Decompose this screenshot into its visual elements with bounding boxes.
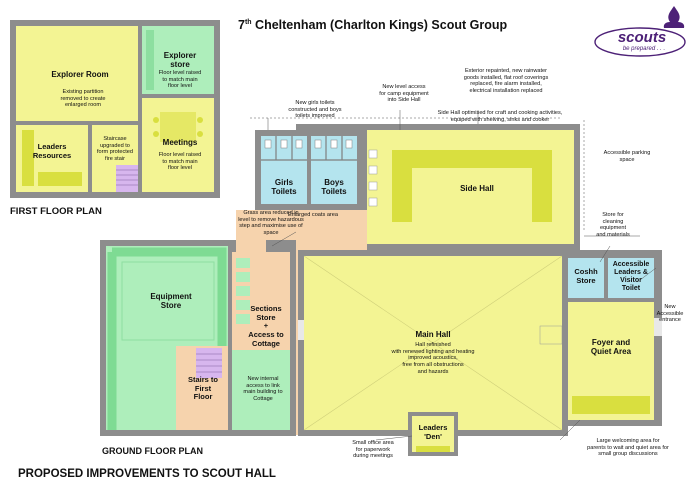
equipment-store-label: Equipment Store: [150, 292, 192, 311]
girls-toilets-label: Girls Toilets: [271, 178, 297, 197]
entrance-note: New Accessible entrance: [656, 304, 684, 324]
ground-floor-plan: [100, 124, 662, 456]
proposed-label: PROPOSED IMPROVEMENTS TO SCOUT HALL: [18, 468, 276, 480]
first-floor-stair: [116, 165, 138, 192]
leaders-shelf-2: [38, 172, 82, 186]
accessible-toilet-area: [608, 258, 654, 298]
leaders-den-desk: [416, 446, 450, 452]
accessible-toilet-label: Accessible Leaders & Visitor Toilet: [612, 261, 650, 293]
ground-stair: [196, 348, 222, 378]
logo-brand: scouts: [617, 29, 667, 46]
first-floor-label: FIRST FLOOR PLAN: [10, 206, 102, 217]
coshh-store-label: Coshh Store: [574, 267, 598, 285]
accessible-entrance-door: [654, 318, 662, 336]
office-note: Small office area for paperwork during m…: [352, 440, 394, 460]
staircase-note: Staircase upgraded to form protected fir…: [96, 136, 134, 163]
stair-treads: [116, 169, 138, 186]
camp-access-note: New level access for camp equipment into…: [379, 84, 429, 104]
explorer-room-note: Existing partition removed to create enl…: [60, 89, 106, 109]
welcome-note: Large welcoming area for parents to wait…: [587, 438, 669, 458]
sections-store-label: Sections Store + Access to Cottage: [248, 304, 284, 348]
explorer-store-label: Explorer store: [163, 51, 197, 70]
meeting-table: [160, 112, 196, 142]
logo-tagline: be prepared . . .: [622, 46, 666, 52]
grass-area: [236, 236, 266, 252]
coshh-store-area: [568, 258, 604, 298]
sections-shelves: [236, 258, 250, 324]
ground-floor-label: GROUND FLOOR PLAN: [102, 446, 203, 456]
cottage-note: New internal access to link main buildin…: [243, 376, 283, 403]
foyer-label: Foyer and Quiet Area: [590, 338, 632, 357]
stairs-label: Stairs to First Floor: [187, 375, 218, 402]
leaders-resources-label: Leaders Resources: [32, 142, 72, 160]
fleur-de-lis-icon: [663, 6, 685, 28]
exterior-note: Exterior repainted, new rainwater goods …: [463, 68, 549, 95]
side-hall-counter-top: [392, 150, 552, 168]
main-hall-label: Main Hall: [415, 330, 451, 339]
side-hall-counter-right: [532, 150, 552, 222]
coats-area-note: Enlarged coats area: [287, 212, 339, 218]
annotation-lines: [250, 110, 657, 441]
boys-toilets-label: Boys Toilets: [321, 178, 347, 197]
side-hall-note: Side Hall optimised for craft and cookin…: [437, 110, 563, 123]
equipment-inner: [121, 261, 215, 341]
main-hall-note: Hall refinished with renewed lighting an…: [391, 342, 475, 375]
main-hall-diagonal-2: [303, 255, 563, 431]
scouts-logo: [594, 6, 686, 57]
explorer-room-area: [16, 26, 138, 121]
store-shelf: [146, 30, 154, 90]
explorer-store-note: Floor level raised to match main floor l…: [158, 70, 202, 90]
side-hall-counter-left: [392, 150, 412, 222]
cottage-link-area: [232, 350, 290, 430]
grass-note: Grass area reduced in level to remove ha…: [238, 210, 304, 237]
meetings-label: Meetings: [162, 138, 198, 147]
page-title: 7th Cheltenham (Charlton Kings) Scout Gr…: [238, 18, 508, 32]
leaders-den-label: Leaders 'Den': [418, 423, 448, 441]
explorer-room-label: Explorer Room: [51, 70, 109, 79]
toilets-note: New girls toilets constructed and boys t…: [288, 100, 342, 120]
side-hall-label: Side Hall: [460, 184, 494, 193]
foyer-bench: [572, 396, 650, 414]
parking-note: Accessible parking space: [603, 150, 651, 163]
main-hall-door-left: [298, 320, 304, 340]
meetings-note: Floor level raised to match main floor l…: [158, 152, 202, 172]
main-hall-door-right: [539, 325, 563, 345]
cleaning-store-note: Store for cleaning equipment and materia…: [596, 212, 630, 239]
toilet-cubicles: [261, 136, 357, 161]
first-floor-plan: [10, 20, 220, 198]
leaders-shelf-1: [22, 130, 34, 186]
